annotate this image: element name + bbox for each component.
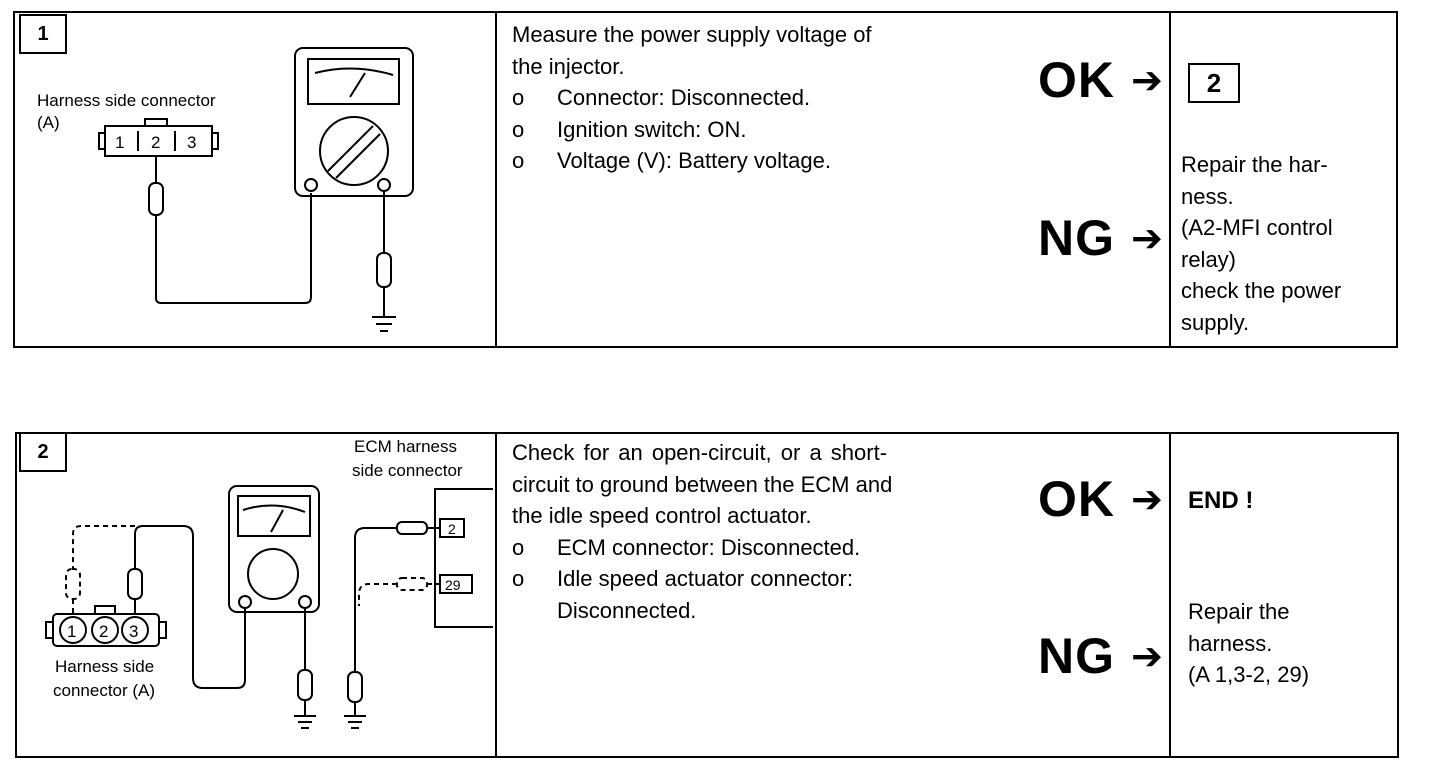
step-1-pin-1: 1 bbox=[115, 133, 124, 152]
step-1-probe-left bbox=[148, 156, 312, 304]
step-2-ok-result: END ! bbox=[1188, 487, 1254, 514]
step-2-desc-line-3: the idle speed control actuator. bbox=[512, 503, 812, 528]
bullet-marker: o bbox=[512, 566, 525, 591]
step-2-bullet-3: Disconnected. bbox=[512, 595, 972, 627]
step-2-connector-label-2: connector (A) bbox=[53, 681, 155, 700]
bullet-marker: o bbox=[512, 116, 525, 142]
ecm-label-line-1: ECM harness bbox=[354, 437, 457, 456]
step-2-ng-result: Repair the harness. (A 1,3-2, 29) bbox=[1188, 596, 1388, 691]
result-line: (A2-MFI control bbox=[1181, 215, 1333, 240]
step-1-bullet-1: o Connector: Disconnected. bbox=[512, 82, 1012, 114]
bullet-text: Voltage (V): Battery voltage. bbox=[557, 148, 831, 173]
bullet-marker: o bbox=[512, 85, 525, 110]
ok-label: OK bbox=[1038, 471, 1115, 527]
step-1-connector-label: Harness side connector bbox=[37, 91, 216, 110]
bullet-text: Ignition switch: ON. bbox=[557, 116, 747, 142]
step-1-bullet-2: o Ignition switch: ON. bbox=[512, 114, 1012, 146]
step-1-multimeter bbox=[294, 47, 414, 197]
step-1-pin-3: 3 bbox=[187, 133, 196, 152]
step-2-table bbox=[15, 432, 1399, 758]
ecm-label-line-2: side connector bbox=[352, 461, 463, 480]
result-line: harness. bbox=[1188, 630, 1273, 656]
arrow-right-icon: ➔ bbox=[1131, 478, 1164, 521]
step-1-ng-result: Repair the har- ness. (A2-MFI control re… bbox=[1181, 149, 1391, 338]
step-2-harness-connector bbox=[45, 605, 167, 647]
step-2-connector-label-1: Harness side bbox=[55, 657, 154, 676]
bullet-text: Disconnected. bbox=[557, 597, 697, 623]
step-1-probe-ground bbox=[372, 191, 396, 332]
ecm-probe-pin-29-dashed bbox=[358, 577, 440, 606]
step-1-diagram: Harness side connector (A) 1 2 3 bbox=[37, 47, 414, 332]
ecm-pin-2: 2 bbox=[448, 521, 456, 537]
step-2-desc-line-2: circuit to ground between the ECM and bbox=[512, 471, 893, 497]
step-2-ng: NG ➔ bbox=[1038, 626, 1164, 686]
step-1-divider-right bbox=[1169, 11, 1171, 348]
step-1-desc-line-2: the injector. bbox=[512, 53, 625, 79]
ok-label: OK bbox=[1038, 52, 1115, 108]
step-1-ng: NG ➔ bbox=[1038, 208, 1164, 268]
ecm-connector bbox=[434, 488, 493, 628]
step-1-table bbox=[13, 11, 1398, 348]
ng-label: NG bbox=[1038, 210, 1115, 266]
result-line: check the power bbox=[1181, 278, 1342, 303]
step-1-ok: OK ➔ bbox=[1038, 50, 1164, 110]
step-1-connector-label-a: (A) bbox=[37, 113, 60, 132]
result-line: Repair the bbox=[1188, 599, 1290, 624]
bullet-marker bbox=[512, 595, 557, 627]
arrow-right-icon: ➔ bbox=[1131, 217, 1164, 260]
result-line: (A 1,3-2, 29) bbox=[1188, 662, 1310, 687]
step-2-pin-2: 2 bbox=[99, 622, 108, 641]
ecm-probe-pin-2 bbox=[344, 521, 440, 729]
step-2-desc-line-1: Check for an open-circuit, or a short- bbox=[512, 440, 888, 465]
step-2-bullet-2: o Idle speed actuator connector: bbox=[512, 563, 972, 595]
step-2-pin-1: 1 bbox=[67, 622, 76, 641]
step-2-diagram: ECM harness side connector 2 29 bbox=[45, 437, 493, 729]
step-2-divider-left bbox=[495, 432, 497, 758]
bullet-text: Idle speed actuator connector: bbox=[557, 566, 853, 591]
step-1-harness-connector bbox=[98, 118, 219, 157]
step-1-bullet-3: o Voltage (V): Battery voltage. bbox=[512, 145, 1012, 177]
arrow-right-icon: ➔ bbox=[1131, 59, 1164, 102]
meter-lead-ground bbox=[294, 608, 316, 729]
step-1-number: 1 bbox=[19, 14, 67, 54]
step-2-pin-3: 3 bbox=[129, 622, 138, 641]
bullet-text: Connector: Disconnected. bbox=[557, 85, 811, 110]
ecm-pin-29: 29 bbox=[445, 577, 461, 593]
bullet-marker: o bbox=[512, 148, 525, 173]
bullet-marker: o bbox=[512, 534, 525, 560]
result-line: supply. bbox=[1181, 309, 1250, 335]
result-line: relay) bbox=[1181, 246, 1237, 272]
meter-lead-to-pin-3 bbox=[127, 525, 246, 689]
result-line: ness. bbox=[1181, 183, 1234, 209]
step-1-divider-left bbox=[495, 11, 497, 348]
step-1-pin-2: 2 bbox=[151, 133, 160, 152]
ng-label: NG bbox=[1038, 628, 1115, 684]
step-2-divider-right bbox=[1169, 432, 1171, 758]
step-1-ok-goto-step[interactable]: 2 bbox=[1188, 63, 1240, 103]
arrow-right-icon: ➔ bbox=[1131, 635, 1164, 678]
step-2-bullet-1: o ECM connector: Disconnected. bbox=[512, 532, 972, 564]
bullet-text: ECM connector: Disconnected. bbox=[557, 534, 861, 560]
step-2-description: Check for an open-circuit, or a short- c… bbox=[512, 437, 972, 626]
step-1-desc-line-1: Measure the power supply voltage of bbox=[512, 22, 872, 47]
step-2-multimeter bbox=[228, 485, 320, 613]
dashed-lead-to-pin-1 bbox=[65, 525, 135, 614]
result-line: Repair the har- bbox=[1181, 152, 1328, 177]
step-2-number: 2 bbox=[19, 432, 67, 472]
step-1-description: Measure the power supply voltage of the … bbox=[512, 19, 1012, 177]
step-2-ok: OK ➔ bbox=[1038, 469, 1164, 529]
